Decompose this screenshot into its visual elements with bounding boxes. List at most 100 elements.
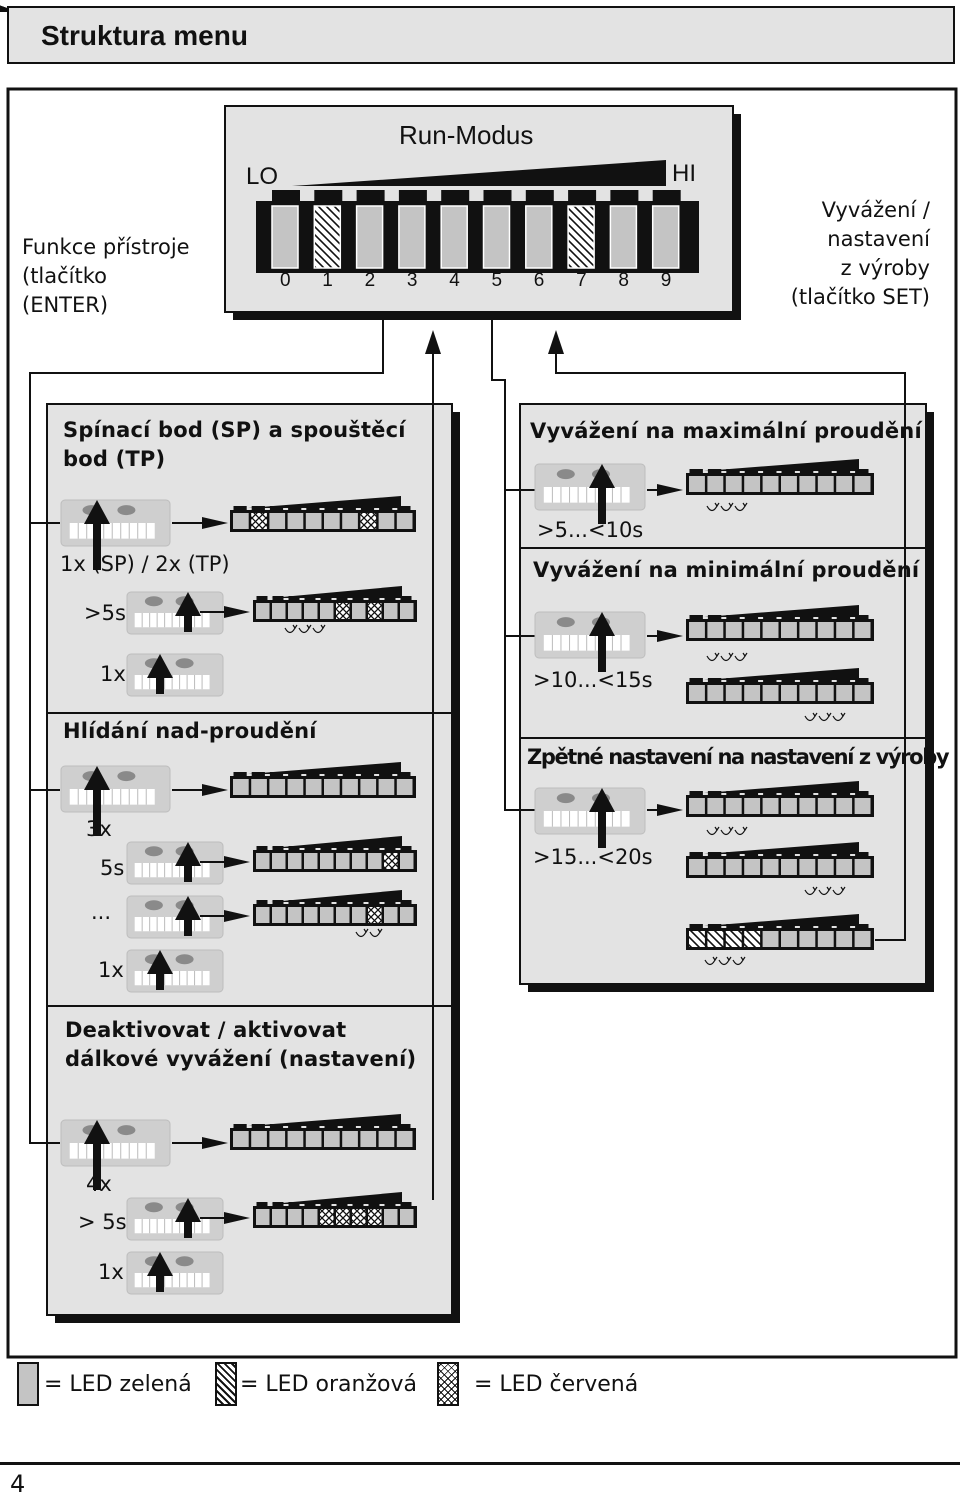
max-flow-time: >5...<10s [537,518,644,542]
max-flow-title: Vyvážení na maximální proudění [530,419,922,443]
overflow-step2-led-bar [253,836,417,872]
sp-tp-step3-press-arrow-icon [147,654,173,694]
remote-step3-device [126,1251,224,1295]
device-function-label: Funkce přístroje (tlačítko (ENTER) [22,235,190,317]
overflow-step4-press-arrow-icon [147,950,173,990]
run-mode-led-4 [440,205,468,269]
remote-step1-device [60,1119,171,1167]
run-mode-led-3 [398,205,426,269]
header-bar: Struktura menu [7,6,955,64]
overflow-blink-icon [355,928,383,938]
overflow-step2-arrow-icon [200,856,250,868]
min-flow-blink-icon-1 [706,652,748,662]
max-flow-step1-press-arrow-icon [589,464,615,524]
page-title: Struktura menu [41,20,248,51]
overflow-press-label: 3x [86,817,112,841]
min-flow-step1-press-arrow-icon [589,612,615,672]
run-mode-digit-3: 3 [406,270,418,291]
overflow-step1-press-arrow-icon [84,766,110,836]
min-flow-title: Vyvážení na minimální proudění [533,558,920,582]
run-mode-digit-1: 1 [322,270,333,291]
remote-title: Deaktivovat / aktivovat dálkové vyvážení… [65,1018,417,1071]
run-mode-led-7 [567,205,595,269]
min-flow-led-bar-2 [686,668,874,704]
overflow-step3-arrow-icon [200,910,250,922]
reset-blink-icon-2 [804,886,846,896]
legend-orange-label: = LED oranžová [240,1372,417,1397]
remote-step1-press-arrow-icon [84,1120,110,1190]
sp-tp-step1-press-arrow-icon [84,500,110,570]
remote-step1-led-bar [230,1114,416,1150]
sp-tp-step1-device [60,499,171,547]
sp-tp-step1-led-bar [230,496,416,532]
overflow-hold-label: 5s [100,856,125,880]
reset-blink-icon-3 [704,956,746,966]
overflow-confirm-label: 1x [98,958,124,982]
min-flow-step1-led-bar [686,605,874,641]
reset-blink-icon-1 [706,826,748,836]
remote-confirm-label: 1x [98,1260,124,1284]
overflow-step3-led-bar [253,890,417,926]
sp-tp-step1-arrow-icon [172,517,228,529]
sp-tp-hold-label: >5s [84,601,126,625]
run-mode-digit-7: 7 [576,270,587,291]
reset-step1-arrow-icon [647,804,683,816]
overflow-step4-device [126,949,224,993]
run-mode-led-9 [651,205,680,269]
max-flow-step1-led-bar [686,459,874,495]
run-mode-digit-2: 2 [364,270,376,291]
remote-step1-arrow-icon [172,1137,228,1149]
legend-red-label: = LED červená [474,1372,639,1397]
reset-step1-led-bar [686,781,874,817]
reset-time: >15...<20s [533,845,653,869]
remote-step3-press-arrow-icon [147,1252,173,1292]
sp-tp-step2-press-arrow-icon [175,592,201,632]
run-mode-led-bar [256,190,699,273]
run-mode-panel [224,105,741,320]
remote-press-label: 4x [86,1172,112,1196]
min-flow-time: >10...<15s [533,668,653,692]
min-flow-step1-arrow-icon [647,630,683,642]
legend-green-swatch [17,1362,39,1406]
max-flow-step1-arrow-icon [647,484,683,496]
run-mode-title: Run-Modus [399,120,534,150]
run-mode-digit-6: 6 [533,270,545,291]
arrow-up-right-icon [548,330,564,354]
run-mode-led-5 [482,205,511,269]
sp-tp-step2-led-bar [253,586,417,622]
sp-tp-title: Spínací bod (SP) a spouštěcí bod (TP) [63,418,406,471]
arrow-up-left-icon [425,330,441,354]
sp-tp-blink-icon [284,624,326,634]
overflow-step1-led-bar [230,762,416,798]
remote-step2-led-bar [253,1192,417,1228]
run-mode-led-8 [609,205,638,269]
remote-step2-press-arrow-icon [175,1198,201,1238]
run-mode-lo-label: LO [246,163,279,190]
run-mode-hi-label: HI [672,160,696,187]
connector-lines [29,320,906,1200]
overflow-step3-press-arrow-icon [175,896,201,936]
reset-led-bar-3 [686,914,874,950]
footer-rule [0,1462,960,1465]
legend-orange-swatch [215,1362,237,1406]
run-mode-led-2 [355,205,384,269]
legend-green-label: = LED zelená [44,1372,192,1397]
overflow-step2-press-arrow-icon [175,842,201,882]
sp-tp-step2-arrow-icon [200,606,250,618]
min-flow-blink-icon-2 [804,712,846,722]
factory-setting-label: Vyvážení / nastavení z výroby (tlačítko … [790,198,930,309]
remote-step2-arrow-icon [200,1212,250,1224]
run-mode-digit-0: 0 [280,270,291,291]
reset-led-bar-2 [686,842,874,878]
run-mode-digit-5: 5 [491,270,503,291]
overflow-ellipsis: ... [91,900,112,924]
max-flow-blink-icon [706,502,748,512]
page-number: 4 [10,1470,26,1498]
run-mode-digit-9: 9 [660,270,672,291]
overflow-title: Hlídání nad-proudění [63,719,317,743]
sp-tp-confirm-label: 1x [100,662,126,686]
run-mode-led-6 [525,205,553,269]
run-mode-digit-4: 4 [449,270,460,291]
legend-red-swatch [437,1362,459,1406]
